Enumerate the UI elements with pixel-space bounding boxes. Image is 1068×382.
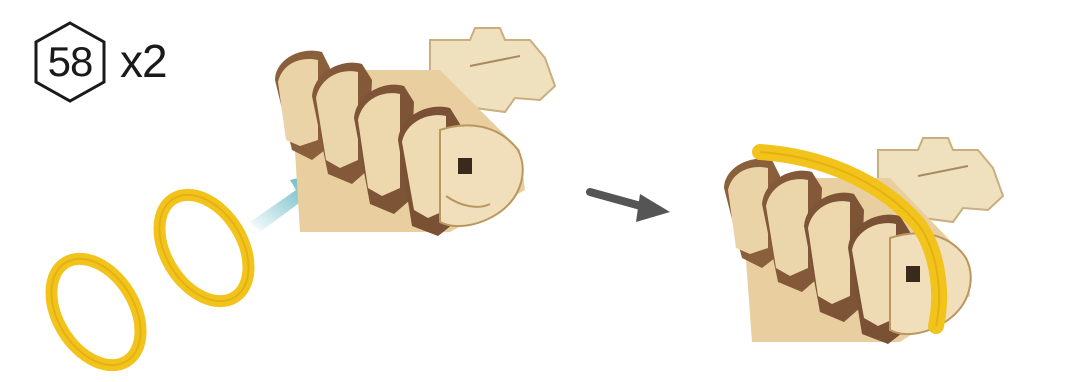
wood-assembly-before: [275, 28, 555, 236]
wood-assembly-after: [724, 138, 1003, 344]
rubber-band-left: [33, 243, 159, 382]
result-arrow-icon: [590, 192, 670, 222]
rubber-band-right: [141, 179, 267, 318]
